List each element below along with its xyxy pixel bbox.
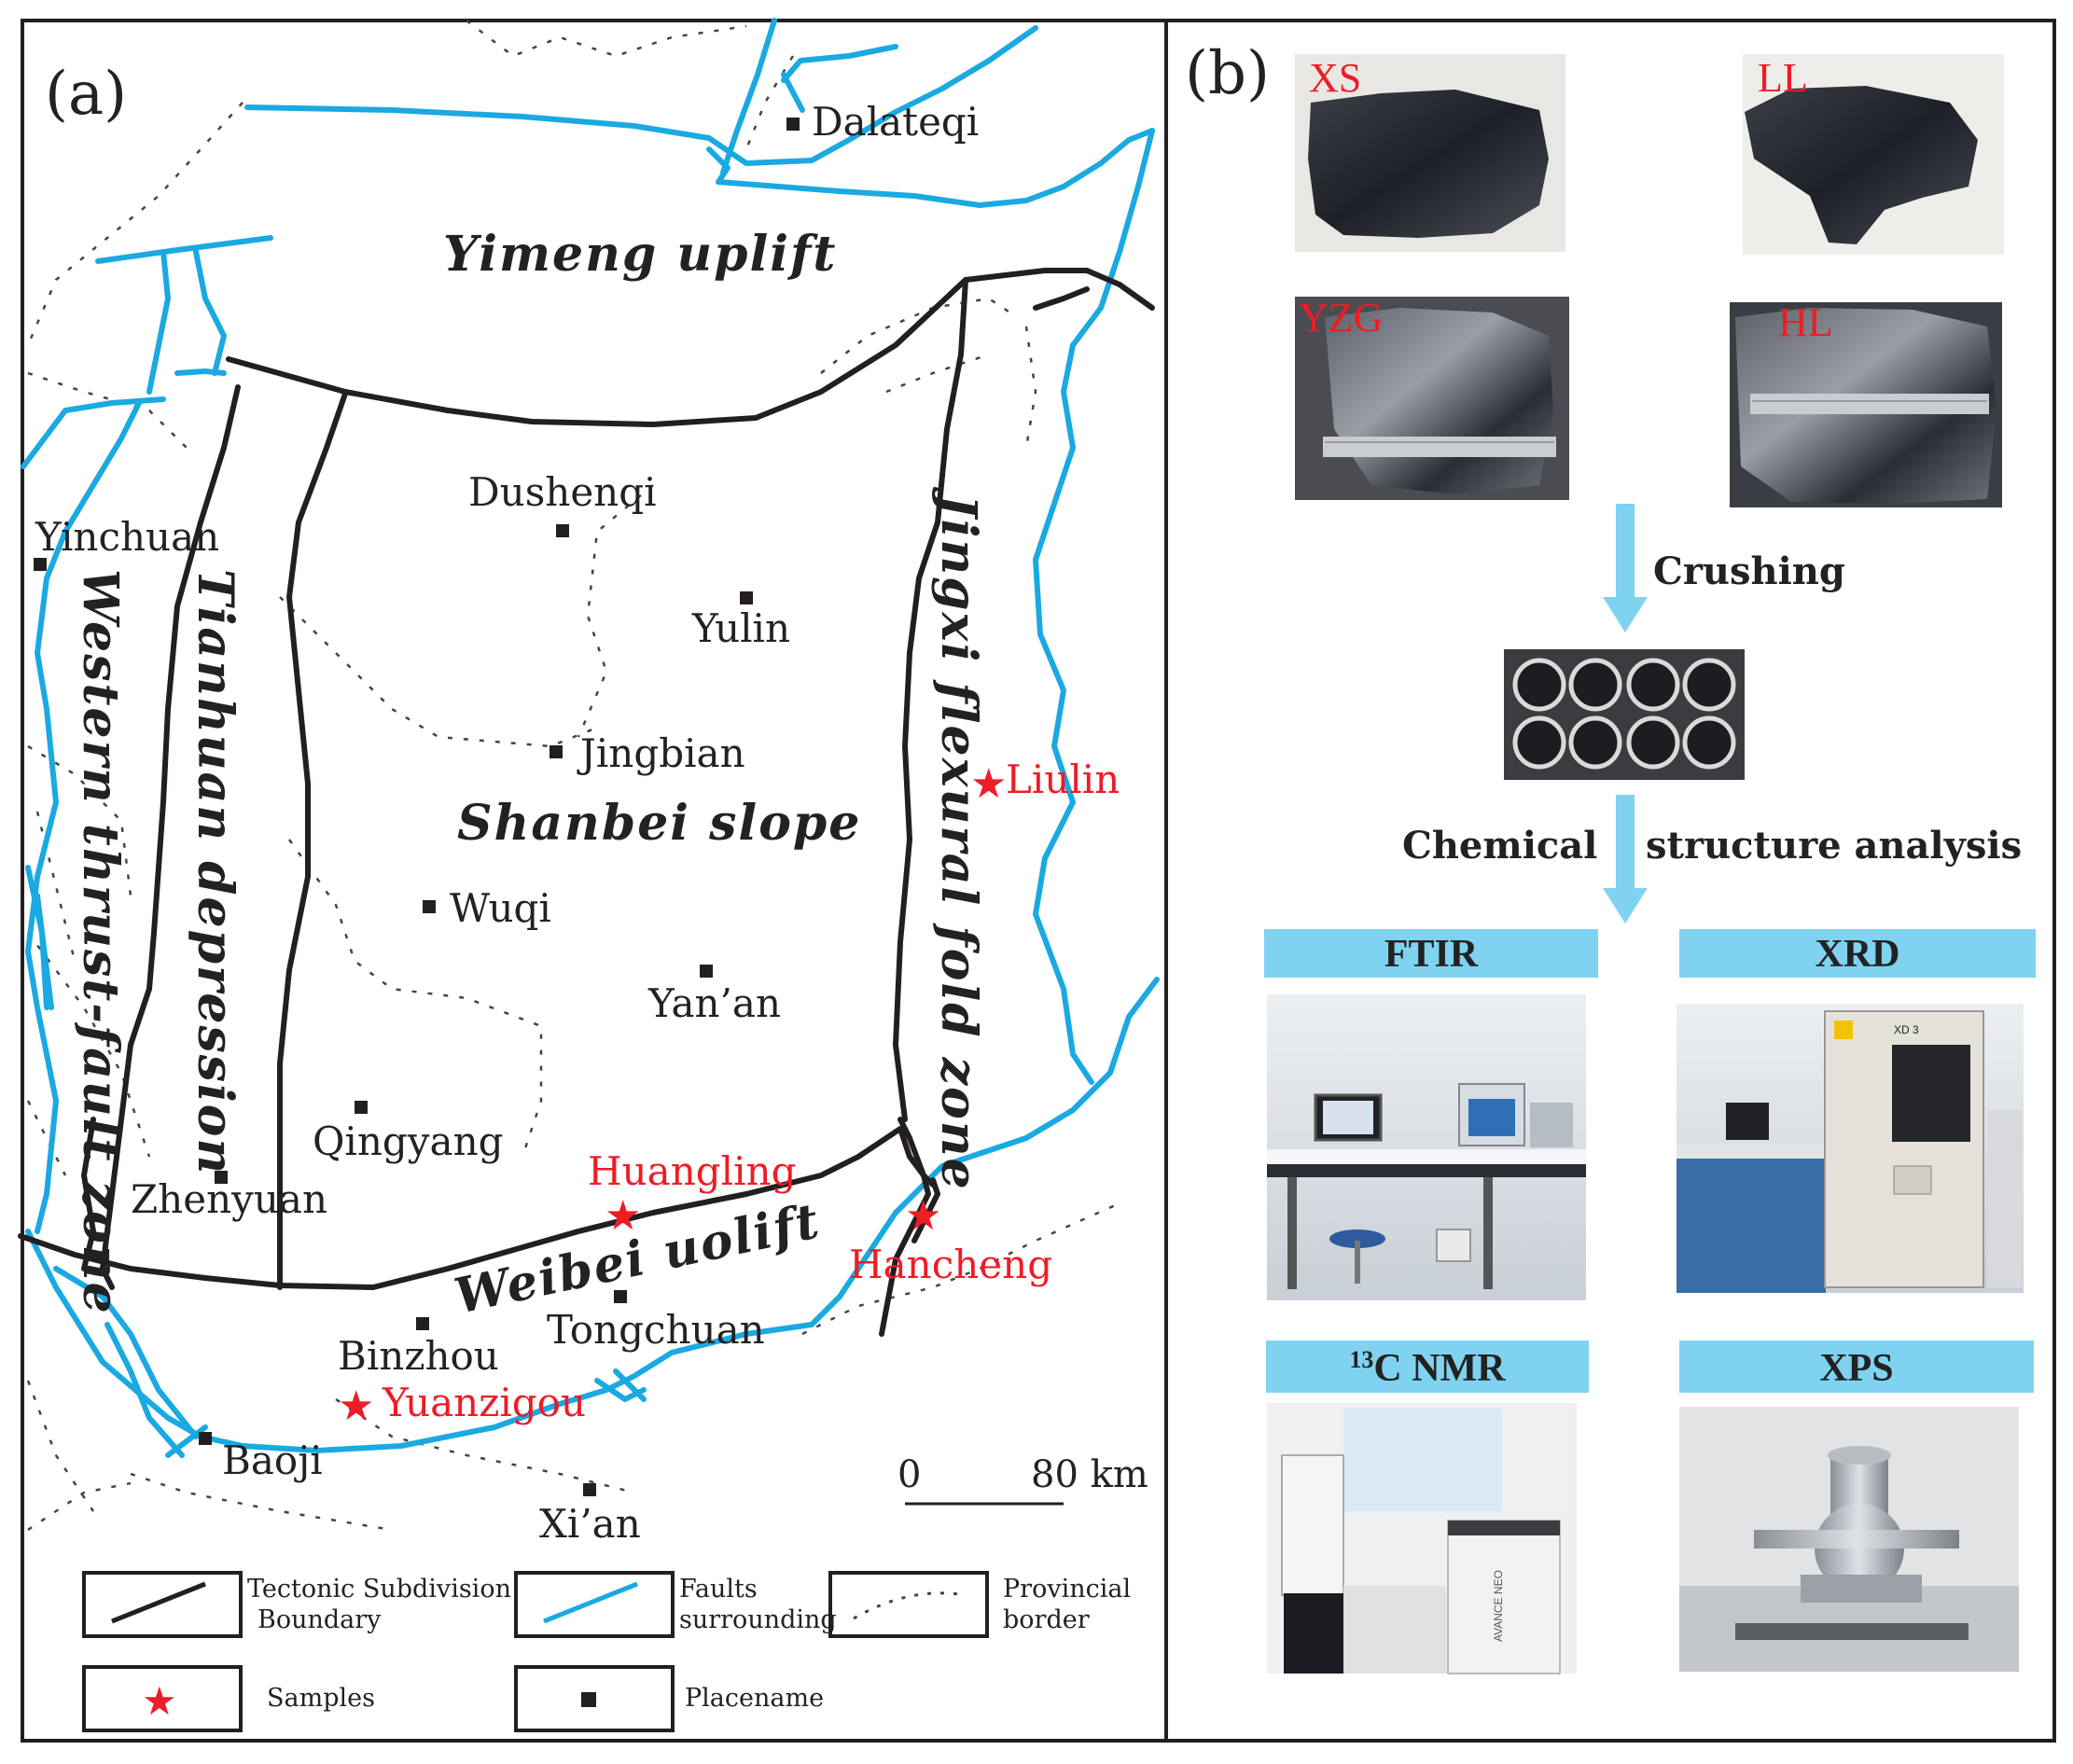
placename-marker — [786, 118, 800, 131]
technique-ftir-label: FTIR — [1384, 933, 1479, 976]
coal-label-xs: XS — [1309, 55, 1361, 101]
place-yulin: Yulin — [691, 605, 790, 651]
scale-zero: 0 — [897, 1453, 921, 1496]
technique-nmr-label: 13C NMR — [1349, 1346, 1506, 1390]
place-binzhou: Binzhou — [338, 1333, 499, 1379]
sample-liulin: Liulin — [1006, 757, 1120, 802]
coal-sample-photo-hl: HL — [1730, 299, 2002, 507]
region-tianhuan: Tianhuan depression — [187, 569, 243, 1175]
sample-hancheng: Hancheng — [849, 1242, 1052, 1287]
placename-marker — [423, 900, 436, 913]
scale-bar: 0 80 km — [897, 1453, 1148, 1506]
place-zhenyuan: Zhenyuan — [131, 1176, 327, 1222]
coal-label-ll: LL — [1758, 55, 1808, 101]
legend-provincial-2: border — [1003, 1605, 1090, 1634]
placename-marker — [583, 1483, 596, 1496]
star-icon: ★ — [905, 1192, 941, 1240]
technique-ftir: FTIR — [1264, 929, 1598, 1300]
legend-tectonic-1: Tectonic Subdivision — [247, 1575, 511, 1604]
placename-marker — [614, 1290, 627, 1303]
arrow-down-icon — [1603, 795, 1648, 924]
place-tongchuan: Tongchuan — [547, 1307, 765, 1353]
placename-marker — [34, 558, 47, 571]
legend-provincial-1: Provincial — [1003, 1575, 1131, 1604]
star-icon: ★ — [338, 1382, 374, 1430]
placename-marker — [550, 745, 563, 758]
technique-xrd-label: XRD — [1816, 933, 1900, 976]
place-qingyang: Qingyang — [313, 1118, 504, 1164]
step-structure-analysis: structure analysis — [1646, 824, 2022, 868]
placenames: Dalateqi Dushenqi Yinchuan Yulin Jingbia… — [34, 99, 979, 1547]
region-shanbei: Shanbei slope — [457, 795, 861, 852]
legend-tectonic-2: Boundary — [257, 1605, 382, 1634]
technique-nmr: 13C NMR AVANCE NEO — [1266, 1340, 1589, 1674]
technique-xrd: XRD XD 3 — [1676, 929, 2036, 1293]
coal-sample-photo-ll: LL — [1743, 54, 2004, 255]
workflow-panel: (b) XS LL YZG HL — [1185, 39, 2036, 1674]
placename-marker — [355, 1101, 368, 1114]
legend: Tectonic Subdivision Boundary Faults sur… — [82, 1571, 1131, 1732]
legend-faults-1: Faults — [679, 1575, 758, 1604]
place-yanan: Yan’an — [647, 980, 781, 1026]
technique-xps-label: XPS — [1819, 1347, 1893, 1390]
xrd-lab-photo: XD 3 — [1676, 1004, 2024, 1293]
coal-sample-photo-xs: XS — [1295, 54, 1565, 252]
star-icon: ★ — [142, 1678, 177, 1724]
place-xian: Xi’an — [539, 1501, 641, 1547]
place-yinchuan: Yinchuan — [35, 514, 219, 560]
scale-max: 80 km — [1031, 1453, 1148, 1496]
sample-yuanzigou: Yuanzigou — [382, 1380, 586, 1425]
faults — [21, 18, 1160, 1458]
place-baoji: Baoji — [222, 1438, 323, 1483]
place-dalateqi: Dalateqi — [812, 99, 979, 145]
xrd-brand-text: XD 3 — [1894, 1023, 1919, 1036]
placename-marker — [556, 524, 569, 537]
panel-b-frame — [1164, 19, 2056, 1743]
step-crushing: Crushing — [1653, 549, 1845, 593]
technique-xps: XPS — [1679, 1340, 2034, 1672]
panel-b-label: (b) — [1185, 39, 1270, 108]
placename-marker — [740, 591, 753, 604]
xps-lab-photo — [1679, 1407, 2019, 1672]
panel-a-label: (a) — [45, 60, 127, 129]
placename-marker — [700, 965, 713, 978]
placename-marker — [215, 1171, 228, 1184]
sample-huangling: Huangling — [588, 1148, 796, 1194]
legend-placename: Placename — [685, 1684, 824, 1713]
star-icon: ★ — [605, 1192, 641, 1240]
nmr-lab-photo: AVANCE NEO — [1267, 1403, 1577, 1674]
region-western: Western thrust-fault zone — [72, 569, 129, 1315]
map-panel: (a) — [18, 18, 1160, 1732]
coal-label-hl: HL — [1778, 299, 1833, 345]
place-dushenqi: Dushenqi — [468, 469, 657, 515]
place-wuqi: Wuqi — [450, 885, 551, 931]
provincial-borders — [26, 20, 1120, 1532]
legend-samples: Samples — [267, 1684, 375, 1713]
coal-sample-photo-yzg: YZG — [1295, 295, 1569, 500]
placename-marker — [416, 1317, 429, 1330]
region-jingxi: Jingxi flexural fold zone — [930, 486, 987, 1191]
samples: ★ Liulin Huangling ★ ★ Hancheng ★ Yuanzi… — [338, 757, 1120, 1430]
nmr-brand-text: AVANCE NEO — [1492, 1570, 1505, 1642]
ftir-lab-photo — [1267, 994, 1586, 1300]
legend-faults-2: surrounding — [679, 1605, 837, 1634]
arrow-down-icon — [1603, 504, 1648, 632]
place-jingbian: Jingbian — [577, 730, 745, 776]
coal-label-yzg: YZG — [1299, 295, 1383, 340]
placename-marker — [199, 1432, 212, 1445]
step-chemical: Chemical — [1402, 824, 1597, 868]
crushed-samples-photo — [1504, 649, 1745, 780]
tectonic-boundaries — [18, 268, 1155, 1337]
region-yimeng: Yimeng uplift — [443, 226, 837, 283]
star-icon: ★ — [970, 760, 1007, 808]
